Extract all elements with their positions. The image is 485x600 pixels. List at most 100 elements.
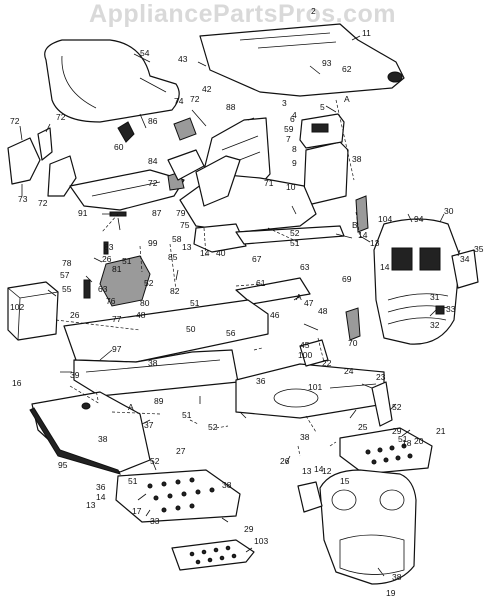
shift-lever[interactable] (117, 121, 135, 143)
seat-pan[interactable] (69, 169, 185, 211)
main-frame-left[interactable] (63, 299, 269, 363)
hood-latch (387, 71, 403, 83)
callout: 15 (340, 476, 350, 486)
callout: 52 (144, 278, 154, 288)
callout: 30 (444, 206, 454, 216)
callout: 18 (402, 438, 412, 448)
callout: 10 (286, 182, 296, 192)
callout: 57 (60, 270, 70, 280)
callout: 93 (322, 58, 332, 68)
callout: 72 (148, 178, 158, 188)
callout: 51 (190, 298, 200, 308)
left-bracket[interactable] (7, 137, 41, 185)
callout: 89 (154, 396, 164, 406)
callout: 79 (176, 208, 186, 218)
battery-box-side[interactable] (7, 281, 59, 341)
callout: 56 (226, 328, 236, 338)
callout: 83 (104, 242, 114, 252)
left-bracket-2[interactable] (47, 155, 77, 197)
headlight-lamp[interactable] (451, 249, 479, 289)
fender-pan[interactable] (193, 223, 247, 253)
callout: 13 (182, 242, 192, 252)
leader-lines (19, 35, 461, 577)
callout: 73 (18, 194, 28, 204)
callout: 20 (414, 436, 424, 446)
callout: 72 (38, 198, 48, 208)
callout: 29 (244, 524, 254, 534)
callout: 14 (200, 248, 210, 258)
callout: 75 (180, 220, 190, 230)
step-pad-pattern (189, 545, 237, 565)
callout: 38 (148, 358, 158, 368)
callout: 63 (98, 284, 108, 294)
callout: 17 (132, 506, 142, 516)
pedal-linkage[interactable] (99, 255, 151, 307)
callout: 50 (186, 324, 196, 334)
seat[interactable] (44, 39, 180, 123)
left-footrest[interactable] (31, 391, 151, 473)
callout: 40 (216, 248, 226, 258)
frame-channel[interactable] (73, 349, 239, 397)
callout-labels: 2 11 54 43 42 93 62 3 5 A 4 74 72 88 6 5… (10, 6, 484, 598)
callout: 76 (106, 296, 116, 306)
callout: 7 (286, 134, 291, 144)
callout: 71 (264, 178, 274, 188)
callout: 78 (62, 258, 72, 268)
callout: 4 (292, 110, 297, 120)
battery-terminal (311, 123, 329, 133)
callout: 8 (292, 144, 297, 154)
headlight-bracket[interactable] (297, 481, 323, 513)
console-upper[interactable] (167, 149, 205, 181)
callout: 6 (290, 114, 295, 124)
callout: 13 (370, 238, 380, 248)
callout: 85 (168, 252, 178, 262)
callout: 26 (70, 310, 80, 320)
callout: 74 (174, 96, 184, 106)
left-step-plate[interactable] (115, 469, 241, 523)
callout: 23 (376, 372, 386, 382)
step-pad[interactable] (171, 539, 255, 571)
callout: 38 (300, 432, 310, 442)
rear-bracket[interactable] (355, 195, 369, 233)
callout: 35 (474, 244, 484, 254)
callout: 52 (290, 228, 300, 238)
floor-plate[interactable] (235, 277, 311, 305)
callout: 77 (112, 314, 122, 324)
callout: 82 (170, 286, 180, 296)
callout: 33 (150, 516, 160, 526)
grille-nose[interactable] (373, 218, 461, 345)
callout: 100 (298, 350, 312, 360)
callout: 51 (290, 238, 300, 248)
callout: 84 (148, 156, 158, 166)
callout: 36 (256, 376, 266, 386)
callout: 31 (430, 292, 440, 302)
callout: 37 (144, 420, 154, 430)
hood-top[interactable] (199, 23, 405, 97)
callout: 87 (152, 208, 162, 218)
front-shroud[interactable] (319, 469, 417, 585)
right-footrest[interactable] (339, 427, 433, 475)
switch-part[interactable] (173, 117, 197, 141)
spring-1 (83, 279, 91, 299)
callout: 69 (342, 274, 352, 284)
right-footrest-pattern (365, 443, 413, 465)
callout: 16 (12, 378, 22, 388)
callout: 38 (352, 154, 362, 164)
battery-box[interactable] (303, 141, 349, 205)
callout: 27 (176, 446, 186, 456)
callout: 11 (362, 28, 371, 38)
mount-bracket[interactable] (345, 307, 361, 341)
callout: 26 (280, 456, 290, 466)
callout: 52 (392, 402, 402, 412)
pedal-mount[interactable] (37, 127, 53, 161)
fender-support[interactable] (195, 155, 241, 207)
callout: 67 (252, 254, 262, 264)
callout: 12 (322, 466, 332, 476)
callout: 63 (300, 262, 310, 272)
callout: 97 (112, 344, 122, 354)
front-bracket[interactable] (299, 339, 329, 367)
axle-support[interactable] (371, 381, 393, 427)
callout: 62 (342, 64, 352, 74)
